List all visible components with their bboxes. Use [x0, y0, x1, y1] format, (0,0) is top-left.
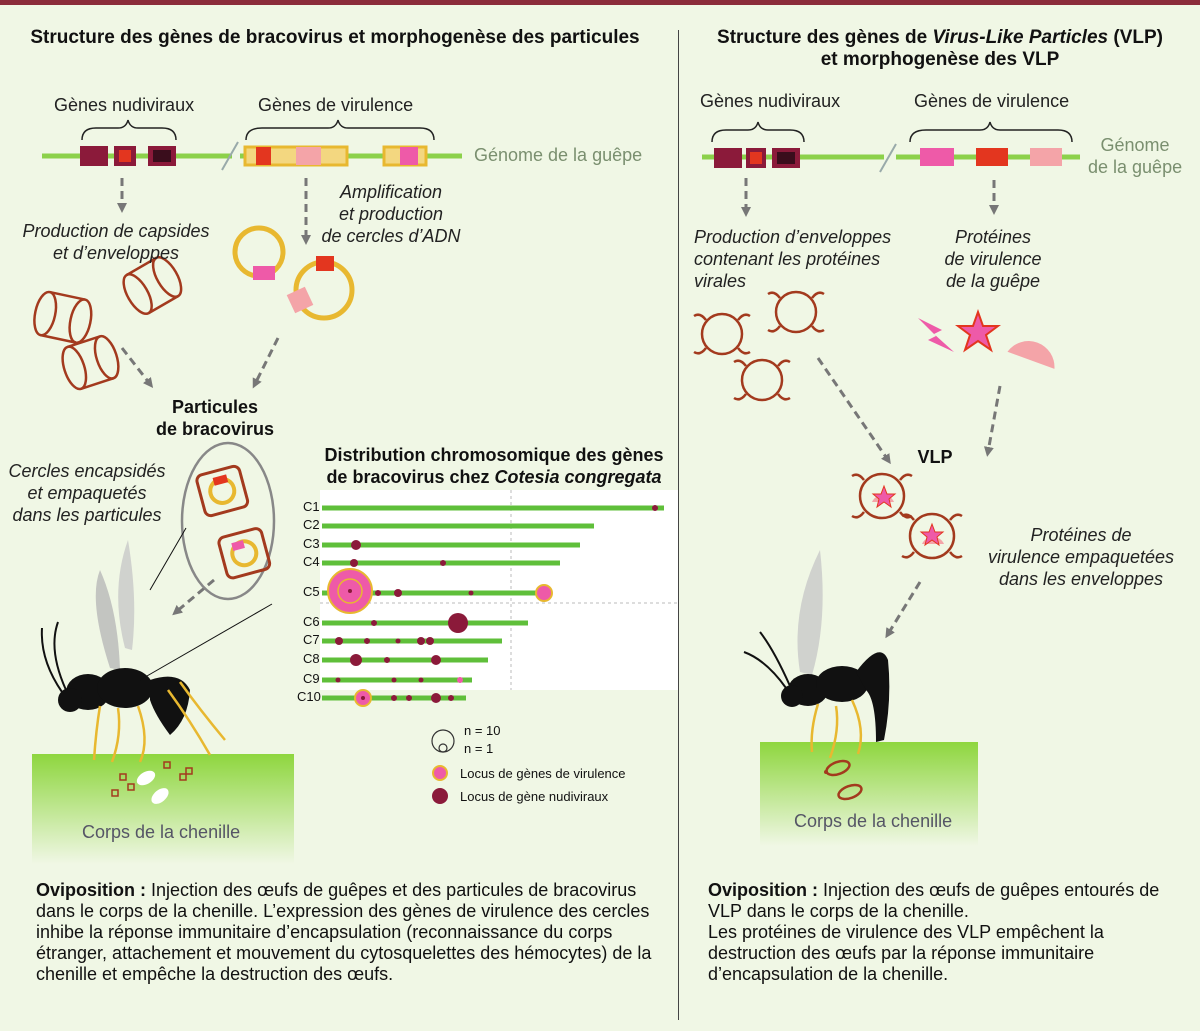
- capsid-cylinders: [33, 256, 183, 391]
- left-label-genes-nudiviraux: Gènes nudiviraux: [54, 95, 195, 115]
- chromosome-panel: [320, 490, 678, 804]
- brace-nudiviraux-right: [711, 121, 805, 143]
- encapsidated-particles-zoom: [149, 441, 276, 601]
- top-accent-bar: [0, 0, 1200, 5]
- viral-envelopes: [693, 290, 825, 402]
- right-wasp: [743, 550, 890, 759]
- left-oviposition-text: Oviposition : Injection des œufs de guêp…: [36, 880, 652, 984]
- right-label-genes-nudiviraux: Gènes nudiviraux: [700, 91, 841, 111]
- chromosome-label-c3: C3: [303, 536, 320, 551]
- right-nudiviral-genes: [714, 148, 800, 168]
- brace-nudiviraux-left: [81, 119, 177, 141]
- brace-virulence-right: [909, 121, 1073, 143]
- virulence-proteins: [918, 309, 1055, 369]
- left-label-genome: Génome de la guêpe: [474, 145, 643, 165]
- dna-circles: [232, 225, 355, 321]
- panel-divider: [678, 30, 679, 1020]
- distribution-title: Distribution chromosomique des gènes de …: [324, 445, 664, 487]
- right-title: Structure des gènes de Virus-Like Partic…: [717, 27, 1163, 70]
- left-nudiviral-genes: [80, 146, 176, 166]
- right-caterpillar-body: [760, 742, 978, 846]
- legend-n10: n = 10: [464, 723, 501, 738]
- vlp-particles: [851, 472, 963, 560]
- left-caterpillar-label: Corps de la chenille: [82, 822, 241, 842]
- left-label-genes-virulence: Gènes de virulence: [258, 95, 414, 115]
- chromosome-markers: [327, 505, 658, 707]
- chromosome-label-c2: C2: [303, 517, 320, 532]
- chromosome-label-c6: C6: [303, 614, 320, 629]
- legend-virulence: Locus de gènes de virulence: [460, 766, 626, 781]
- brace-virulence-left: [245, 119, 435, 141]
- right-eggs-with-vlp: [824, 759, 863, 801]
- chromosome-label-c10: C10: [297, 689, 321, 704]
- left-title: Structure des gènes de bracovirus et mor…: [30, 27, 640, 48]
- label-vlp: VLP: [917, 447, 953, 467]
- left-wasp: [40, 540, 273, 763]
- right-virulence-genes: [920, 148, 1062, 166]
- chromosome-label-c9: C9: [303, 671, 320, 686]
- chromosome-label-c1: C1: [303, 499, 320, 514]
- chromosome-legend: [431, 729, 455, 804]
- left-virulence-genes: [243, 145, 428, 167]
- right-oviposition-text: Oviposition : Injection des œufs de guêp…: [708, 880, 1160, 984]
- left-eggs-and-particles: [111, 761, 193, 804]
- chromosome-label-c8: C8: [303, 651, 320, 666]
- chromosome-label-c7: C7: [303, 632, 320, 647]
- right-caterpillar-label: Corps de la chenille: [794, 811, 953, 831]
- legend-nudiviraux: Locus de gène nudiviraux: [460, 789, 609, 804]
- right-label-genes-virulence: Gènes de virulence: [914, 91, 1070, 111]
- chromosome-label-c4: C4: [303, 554, 320, 569]
- legend-n1: n = 1: [464, 741, 494, 756]
- left-caterpillar-body: [32, 754, 294, 864]
- chromosome-label-c5: C5: [303, 584, 320, 599]
